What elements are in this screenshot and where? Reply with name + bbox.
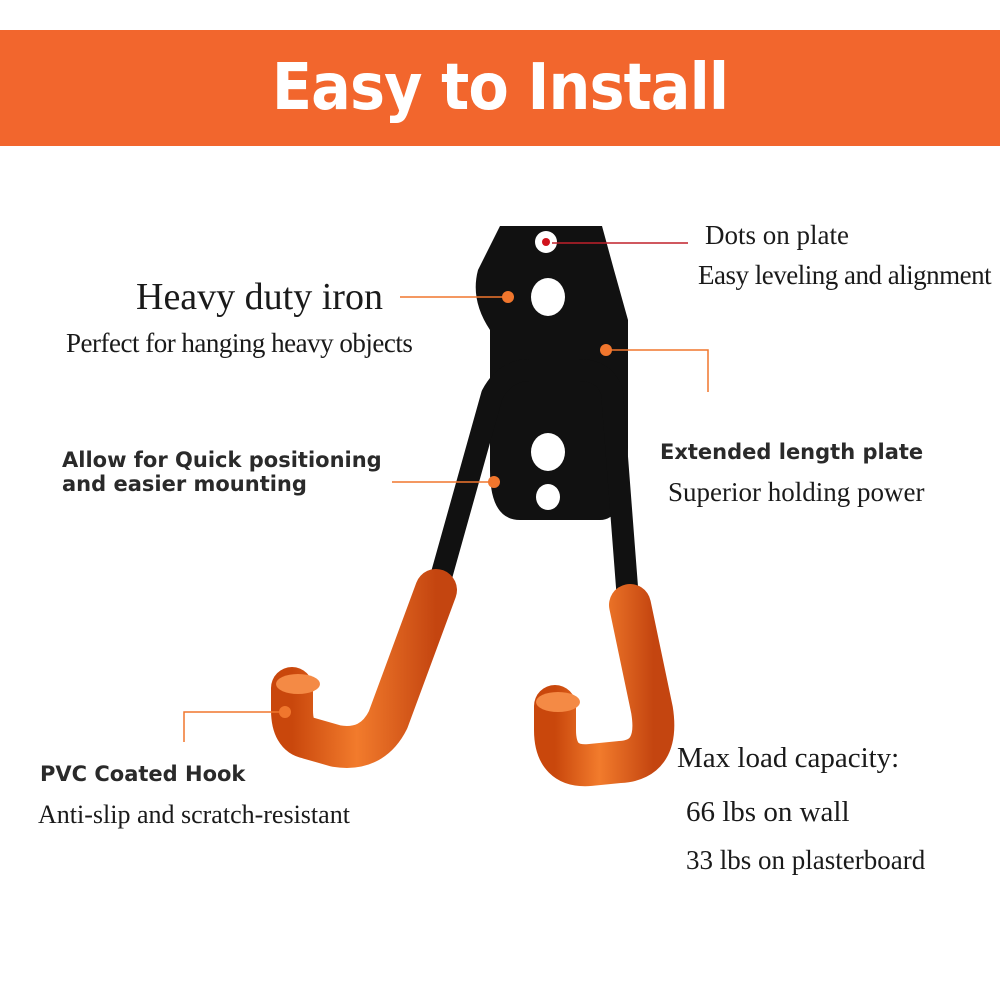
iron-desc: Perfect for hanging heavy objects xyxy=(66,328,413,358)
positioning-line1: Allow for Quick positioning xyxy=(62,448,382,472)
load-title: Max load capacity: xyxy=(677,742,900,774)
load-plasterboard: 33 lbs on plasterboard xyxy=(686,845,926,875)
alignment-dot-red xyxy=(542,238,550,246)
plate-title: Extended length plate xyxy=(660,440,924,464)
callout-leaders xyxy=(183,242,709,742)
banner-title: Easy to Install xyxy=(271,51,729,125)
dots-title: Dots on plate xyxy=(705,220,849,250)
hook-tip-right xyxy=(536,692,580,712)
screw-hole-middle xyxy=(531,433,565,471)
screw-hole-bottom xyxy=(536,484,560,510)
dots-desc: Easy leveling and alignment xyxy=(698,260,992,290)
steel-frame xyxy=(425,359,639,611)
screw-hole-top xyxy=(531,278,565,316)
iron-title: Heavy duty iron xyxy=(136,276,383,318)
pvc-title: PVC Coated Hook xyxy=(40,762,246,786)
pvc-desc: Anti-slip and scratch-resistant xyxy=(38,800,350,829)
plate-desc: Superior holding power xyxy=(668,477,925,507)
pvc-coated-hook-right xyxy=(534,584,675,787)
pvc-coated-hook-left xyxy=(271,569,457,768)
load-wall: 66 lbs on wall xyxy=(686,796,850,828)
hook-tip-left xyxy=(276,674,320,694)
header-banner: Easy to Install xyxy=(0,30,1000,146)
positioning-line2: and easier mounting xyxy=(62,472,307,496)
